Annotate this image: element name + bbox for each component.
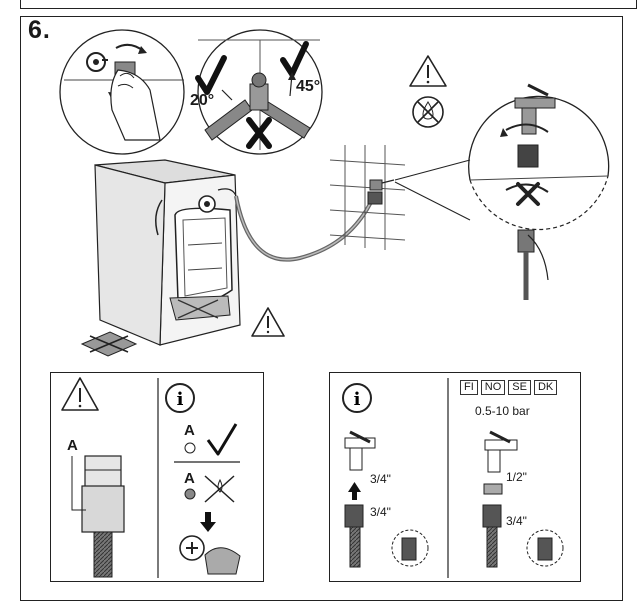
adapter-fitting bbox=[483, 483, 503, 495]
svg-text:i: i bbox=[354, 389, 361, 410]
check-mark-icon bbox=[206, 423, 238, 456]
no-carpet-icon bbox=[80, 331, 138, 357]
tap-right bbox=[484, 430, 518, 473]
no-water-icon bbox=[412, 96, 444, 128]
thread-size-hose-right: 3/4" bbox=[506, 514, 527, 528]
icon-label-a-bottom: A bbox=[184, 470, 195, 487]
info-icon-left: i bbox=[165, 383, 195, 413]
thread-size-hose-left: 3/4" bbox=[370, 505, 391, 519]
down-arrow-icon bbox=[200, 512, 216, 532]
hose-fitting-left bbox=[344, 504, 364, 568]
icon-label-a-top: A bbox=[184, 422, 195, 439]
tap-left bbox=[344, 430, 376, 471]
detail-circle-angles bbox=[195, 29, 323, 155]
warning-icon-panel bbox=[61, 377, 99, 411]
detail-circle-tap bbox=[394, 83, 610, 300]
country-code-fi: FI bbox=[460, 380, 478, 395]
step-frame bbox=[20, 16, 623, 601]
warning-icon bbox=[409, 55, 447, 87]
thread-size-tap-left: 3/4" bbox=[370, 472, 391, 486]
country-code-dk: DK bbox=[533, 380, 558, 395]
right-panel bbox=[329, 372, 581, 582]
pressure-range: 0.5-10 bar bbox=[475, 404, 530, 418]
inlet-hose bbox=[234, 195, 374, 262]
country-code-no: NO bbox=[480, 380, 506, 395]
water-tap bbox=[367, 179, 395, 205]
up-arrow-icon bbox=[348, 482, 361, 500]
hose-connector-a bbox=[71, 455, 125, 578]
angle-label-left: 20° bbox=[190, 92, 215, 109]
detail-circle-hand-tighten bbox=[59, 29, 185, 155]
info-icon-right: i bbox=[342, 383, 372, 413]
angle-label-right: 45° bbox=[296, 78, 321, 95]
left-panel bbox=[50, 372, 264, 582]
warning-icon-floor bbox=[251, 307, 285, 337]
no-water-cross-icon bbox=[204, 475, 235, 503]
step-number: 6. bbox=[28, 16, 51, 44]
open-circle-icon bbox=[184, 442, 196, 454]
previous-step-frame-edge bbox=[20, 0, 637, 9]
country-codes: FI NO SE DK bbox=[460, 380, 558, 395]
hose-fitting-right bbox=[482, 504, 502, 568]
washing-machine bbox=[94, 159, 241, 346]
filled-circle-icon bbox=[184, 488, 196, 500]
service-tool-icon bbox=[179, 535, 241, 575]
wall-tiles bbox=[329, 145, 406, 250]
svg-text:i: i bbox=[177, 389, 184, 410]
country-code-se: SE bbox=[508, 380, 531, 395]
thread-size-tap-right: 1/2" bbox=[506, 470, 527, 484]
hose-label-a: A bbox=[67, 437, 78, 454]
